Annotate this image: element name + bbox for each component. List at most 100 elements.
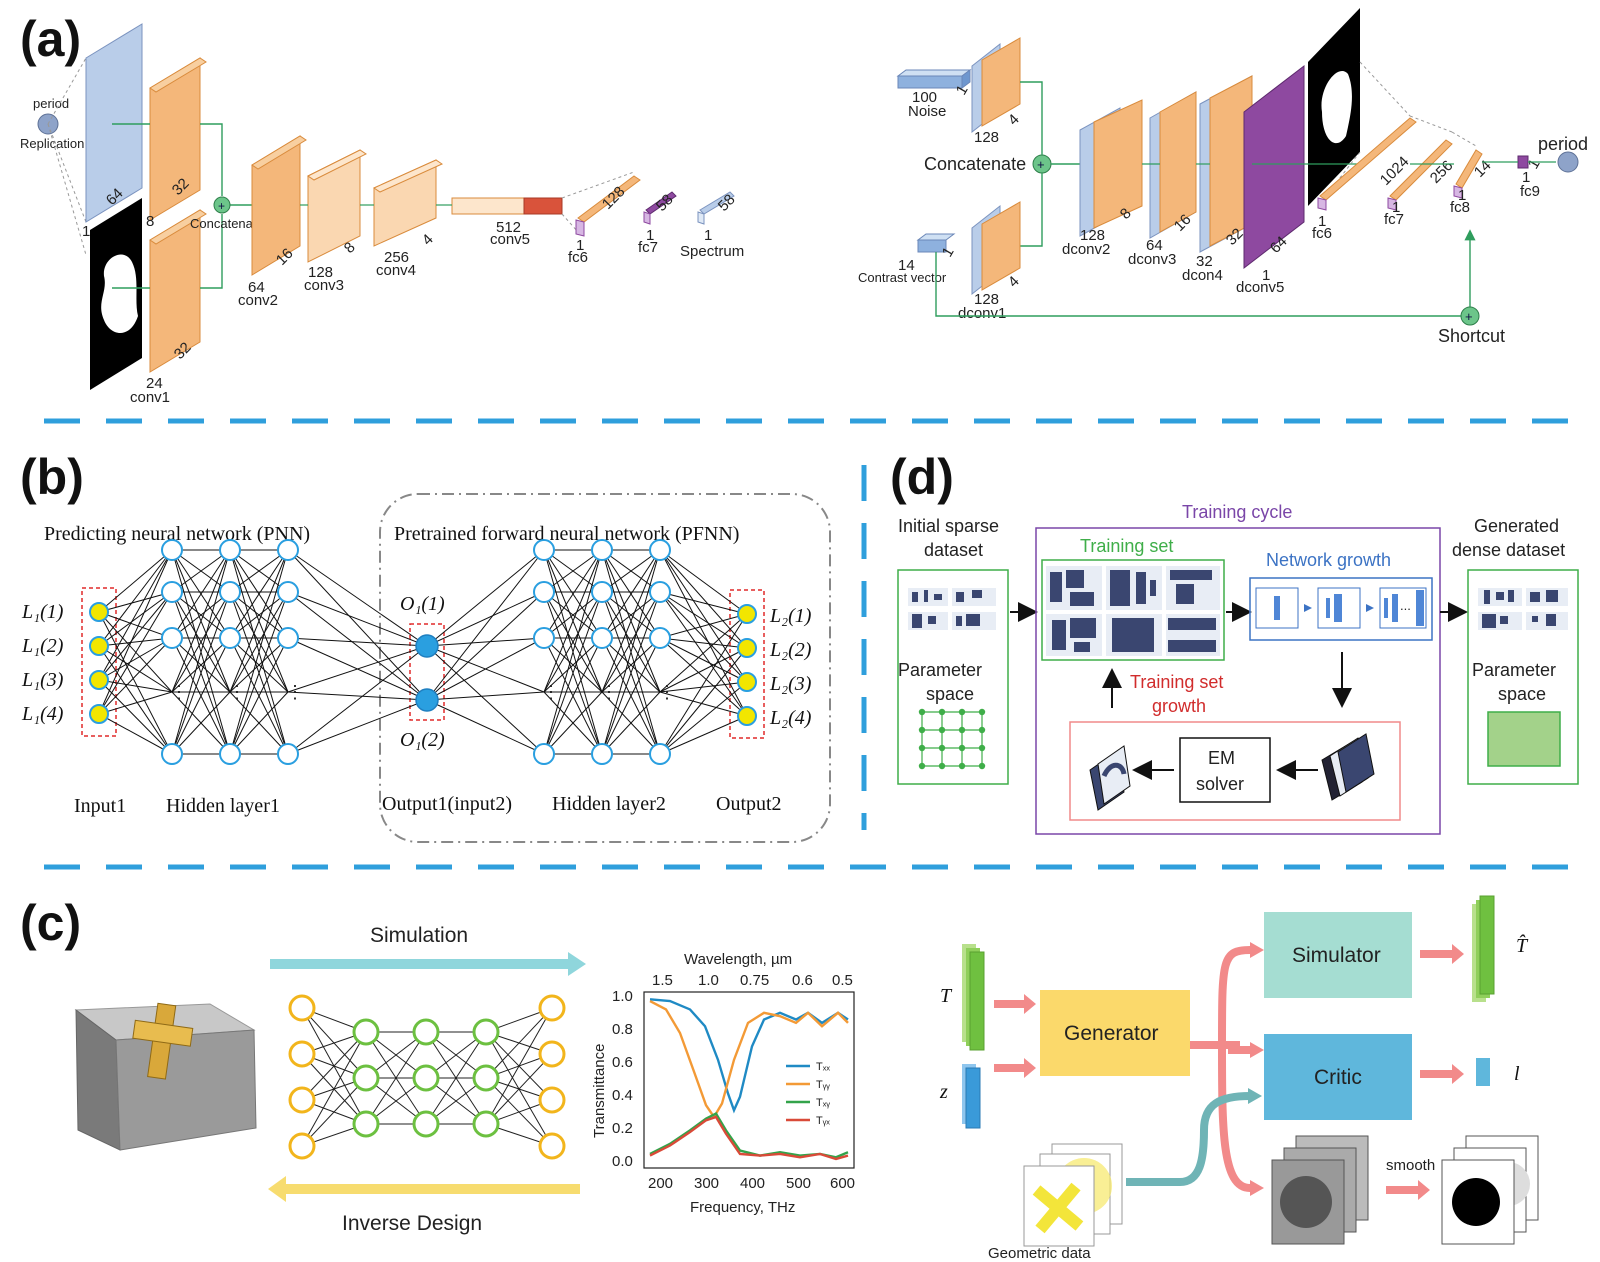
inverse-design-arrow (268, 1176, 580, 1202)
nn-node (161, 539, 183, 561)
dim-label: 4 (1005, 273, 1023, 291)
nn-node (472, 1018, 500, 1046)
layer-dconv5: dconv5 (1236, 279, 1284, 296)
nn-edge (171, 691, 231, 755)
nn-edge (659, 681, 748, 693)
nn-edge (659, 591, 748, 649)
nn-edge (485, 1007, 553, 1079)
input-label: L₁(3) (21, 669, 64, 691)
x-tick: 300 (694, 1175, 719, 1192)
nn-nodes (288, 994, 566, 1160)
geometric-to-critic-path (1126, 1092, 1251, 1186)
nn-node (352, 1018, 380, 1046)
dim-label: 32 (1196, 253, 1213, 270)
nn-node (288, 1086, 316, 1114)
nn-node (277, 627, 299, 649)
nn-edge (301, 1031, 367, 1147)
layer-fc6: fc6 (568, 249, 588, 266)
layer-conv4: conv4 (376, 262, 416, 279)
nn-node-yellow (89, 636, 109, 656)
dim-label: 1 (939, 244, 958, 260)
ellipsis-dots: ⋮ (658, 682, 676, 702)
nn-node (352, 1110, 380, 1138)
nn-edge (659, 613, 748, 693)
ellipsis-dots: ⋮ (228, 682, 246, 702)
dim-label: 1 (1318, 213, 1326, 230)
simulation-arrow (270, 952, 586, 976)
t-vector-stack (962, 944, 985, 1051)
pfnn-title: Pretrained forward neural network (PFNN) (394, 523, 739, 545)
nn-edge (229, 637, 289, 755)
nn-edge (426, 637, 545, 701)
t-label: T (940, 985, 953, 1007)
generated-images-stack (1271, 1135, 1369, 1245)
nn-node (352, 1064, 380, 1092)
nn-edge (485, 1007, 553, 1125)
dim-label: 64 (1146, 237, 1163, 254)
nn-node (533, 581, 555, 603)
nn-edge (98, 691, 173, 715)
y-tick: 0.6 (612, 1054, 633, 1071)
nn-edge (601, 637, 661, 755)
nn-node (533, 627, 555, 649)
top-axis-label: Wavelength, µm (684, 951, 792, 968)
nn-edge (98, 591, 173, 647)
nn-node (591, 581, 613, 603)
input1-box (81, 587, 117, 737)
nn-node (472, 1064, 500, 1092)
panel-label-b: (b) (20, 449, 84, 505)
sparse-dataset-box (897, 569, 1009, 785)
contrast-dim: 14 (898, 257, 915, 274)
dim-label: 256 (384, 249, 409, 266)
nn-node (649, 743, 671, 765)
period-out-label: period (1538, 134, 1588, 154)
nn-edge (601, 549, 661, 593)
dim-label: 1 (1522, 169, 1530, 186)
legend-tyx: Tᵧₓ (816, 1115, 830, 1127)
l-label: l (1514, 1063, 1520, 1085)
nn-node (649, 539, 671, 561)
spectrum-curve (649, 1115, 849, 1161)
y-axis-label: Transmittance (591, 1044, 608, 1138)
grid-point (918, 744, 926, 752)
nn-edge (543, 549, 603, 593)
ellipsis-dots: ⋮ (286, 682, 304, 702)
nn-edge (659, 549, 748, 615)
nn-edge (98, 637, 173, 715)
nn-node-yellow (89, 704, 109, 724)
y-tick: 0.8 (612, 1021, 633, 1038)
top-tick: 0.5 (832, 972, 853, 989)
dim-label: 128 (1080, 227, 1105, 244)
nn-node (288, 994, 316, 1022)
grid-point (978, 726, 986, 734)
nn-edge (426, 591, 545, 701)
grid-point (938, 708, 946, 716)
grid-point (978, 708, 986, 716)
nn-edge (287, 645, 428, 755)
nn-edge (98, 611, 173, 639)
top-tick: 0.6 (792, 972, 813, 989)
nn-edge (659, 591, 748, 717)
nn-edge (287, 691, 428, 701)
nn-edge (229, 691, 289, 755)
training-set-box (1041, 559, 1225, 661)
nn-node (649, 581, 671, 603)
dim-label: 4 (1005, 111, 1023, 129)
nn-node-yellow (737, 604, 757, 624)
em-solver-label: EM (1208, 748, 1235, 768)
nn-edge (287, 645, 428, 693)
ts-growth-label: growth (1152, 696, 1206, 716)
nn-edge (543, 591, 603, 755)
top-tick: 0.75 (740, 972, 769, 989)
layer-fc8: fc8 (1450, 199, 1470, 216)
concatenate-node-icon (213, 196, 231, 214)
dim-label: 1 (1458, 187, 1466, 204)
smoothed-images-stack (1441, 1135, 1539, 1245)
nn-edge (171, 637, 231, 693)
nn-edge (229, 549, 289, 639)
nn-node (161, 743, 183, 765)
dim-label: 1 (82, 223, 90, 240)
nn-edge (659, 637, 748, 649)
dim-label: 128 (308, 264, 333, 281)
em-solver-box (1179, 737, 1271, 803)
